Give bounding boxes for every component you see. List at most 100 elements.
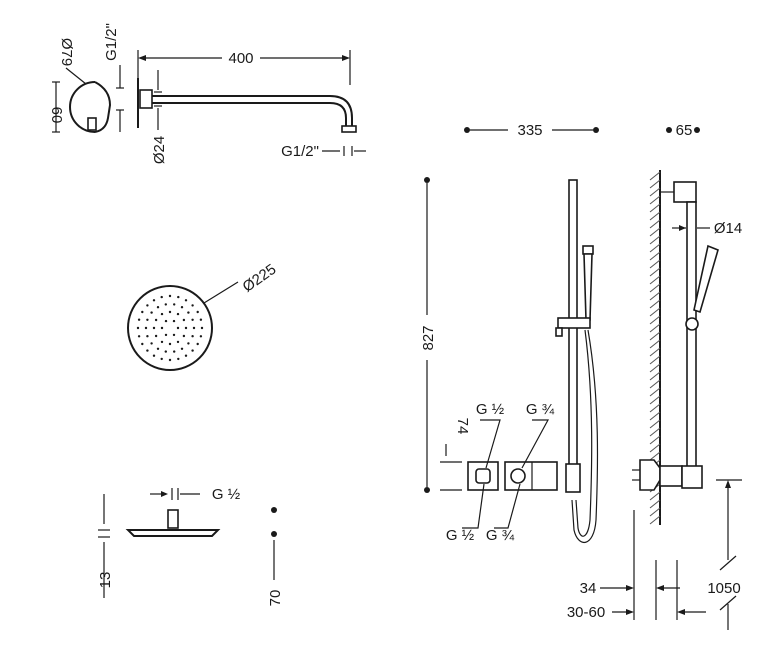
hatch-line [649, 187, 661, 197]
nozzle-dot [187, 311, 190, 314]
floor-height-label: 1050 [707, 580, 740, 597]
nozzle-dot [176, 326, 180, 330]
flange-height-label: 60 [48, 107, 65, 124]
nozzle-dot [191, 304, 194, 307]
valve-right-bottom-thread-label: G ¾ [486, 527, 515, 544]
nozzle-dot [150, 342, 153, 345]
hatch-line [649, 195, 661, 205]
nozzle-dot [154, 334, 158, 338]
nozzle-dot [160, 326, 164, 330]
hatch-line [649, 315, 661, 325]
hatch-line [649, 347, 661, 357]
nozzle-dot [196, 310, 199, 314]
hatch-line [649, 283, 661, 293]
hatch-line [649, 515, 661, 525]
nozzle-dot [180, 347, 184, 350]
nozzle-dot [146, 335, 149, 338]
arm-thread-top-label: G1/2" [103, 23, 120, 61]
shower-head-top-view: Ø225 [127, 261, 280, 371]
nozzle-dot [176, 340, 180, 344]
head-thickness-label: 13 [97, 572, 114, 589]
valve-left-top-thread-label: G ½ [476, 401, 505, 418]
nozzle-dot [168, 342, 172, 346]
wall-offset-label: 65 [676, 122, 693, 139]
hatch-line [649, 355, 661, 365]
hatch-line [649, 507, 661, 517]
nozzle-dot [160, 357, 163, 361]
arm-outlet-thread-label: G1/2" [281, 143, 319, 160]
nozzle-dot [199, 335, 203, 338]
head-offset-label: 70 [267, 590, 284, 607]
head-diameter-label: Ø225 [240, 261, 280, 296]
nozzle-dot [180, 306, 184, 309]
nozzle-dot [156, 347, 160, 350]
hatch-line [649, 403, 661, 413]
nozzle-dot [196, 342, 199, 346]
hatch-line [649, 323, 661, 333]
valve-height-label: 74 [454, 418, 471, 435]
hatch-line [649, 219, 661, 229]
nozzle-dot [176, 312, 180, 316]
nozzle-dot [152, 354, 156, 357]
nozzle-dot [146, 304, 149, 307]
nozzle-dot [144, 326, 148, 330]
nozzle-dot [164, 303, 167, 306]
shower-arm-diagram: 400 Ø79 60 G1/2" Ø24 G1/2" [48, 23, 366, 164]
shower-head-side-view: G ½ 13 70 [97, 486, 284, 606]
hatch-line [649, 451, 661, 461]
hatch-line [649, 203, 661, 213]
nozzle-dot [191, 349, 194, 352]
nozzle-dot [152, 326, 156, 330]
nozzle-dot [164, 333, 168, 337]
hatch-line [649, 419, 661, 429]
hatch-line [649, 227, 661, 237]
nozzle-dot [156, 306, 160, 309]
hatch-line [649, 235, 661, 245]
hatch-line [649, 331, 661, 341]
nozzle-dot [184, 354, 188, 357]
hatch-line [649, 211, 661, 221]
nozzle-dot [160, 340, 164, 344]
nozzle-dot [146, 349, 149, 352]
hatch-line [649, 339, 661, 349]
hatch-line [649, 251, 661, 261]
hatch-line [649, 435, 661, 445]
arm-length-label: 400 [228, 50, 253, 67]
hatch-line [649, 171, 661, 181]
shower-arm [152, 95, 353, 128]
nozzle-dot [137, 335, 141, 338]
hatch-line [649, 275, 661, 285]
nozzle-dot [136, 326, 140, 330]
nozzle-dot [192, 326, 196, 330]
hatch-line [649, 491, 661, 501]
nozzle-dot [160, 312, 164, 316]
hatch-line [649, 379, 661, 389]
nozzle-dot [164, 350, 167, 353]
hatch-line [649, 259, 661, 269]
nozzle-dot [141, 310, 144, 314]
nozzle-dot [164, 319, 168, 323]
nozzle-dot [184, 326, 188, 330]
nozzle-dot [154, 318, 158, 322]
hatch-line [649, 307, 661, 317]
nozzle-dot [168, 358, 172, 362]
flange-diameter-label: Ø79 [58, 38, 75, 66]
nozzle-dot [173, 350, 176, 353]
nozzle-dot [177, 357, 180, 361]
nozzle-dot [187, 342, 190, 345]
hatch-line [649, 443, 661, 453]
nozzle-dot [191, 318, 194, 321]
hatch-line [649, 291, 661, 301]
nozzle-dot [172, 319, 176, 323]
hatch-line [649, 299, 661, 309]
hatch-line [649, 179, 661, 189]
nozzle-dot [168, 294, 172, 298]
shower-head-nozzles [136, 294, 204, 362]
nozzle-dot [146, 318, 149, 321]
wall-range-label: 30-60 [567, 604, 605, 621]
hatch-line [649, 427, 661, 437]
hatch-line [649, 411, 661, 421]
hatch-line [649, 499, 661, 509]
bar-spacing-label: 335 [517, 122, 542, 139]
